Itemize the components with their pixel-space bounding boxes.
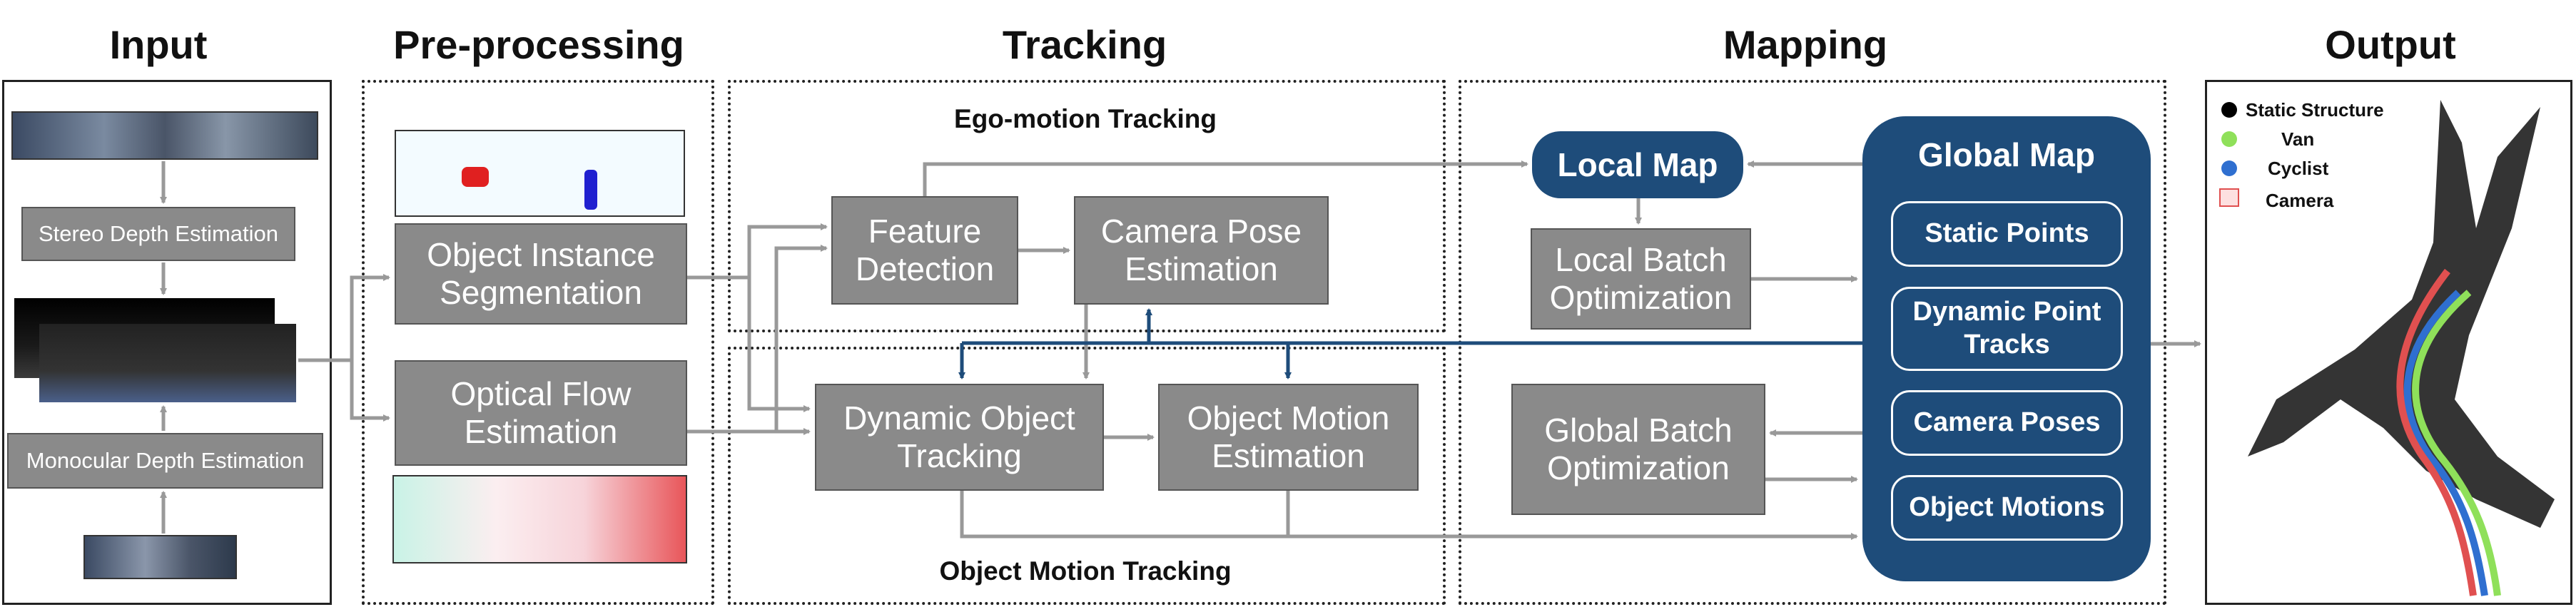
red-object-mask (462, 167, 489, 187)
static-points-pill: Static Points (1891, 201, 2123, 267)
object-motion-title: Object Motion Tracking (939, 556, 1232, 586)
depth-map-image-back (39, 324, 296, 402)
arrow-dynamic-to-global (960, 491, 1858, 540)
arrow-depth-to-seg (298, 274, 390, 362)
object-motion-box: Object Motion Estimation (1158, 384, 1419, 491)
optical-flow-box: Optical Flow Estimation (395, 360, 687, 466)
segmentation-box: Object Instance Segmentation (395, 223, 687, 325)
ego-motion-title: Ego-motion Tracking (954, 104, 1217, 133)
local-batch-box: Local Batch Optimization (1531, 228, 1751, 330)
preprocessing-panel (362, 80, 714, 605)
dynamic-tracks-pill: Dynamic Point Tracks (1891, 287, 2123, 371)
arrow-seg-to-feature (747, 223, 828, 277)
legend-camera-label: Camera (2266, 190, 2334, 211)
legend-cyclist-marker (2221, 160, 2237, 176)
header-mapping: Mapping (1723, 22, 1888, 67)
local-map-box: Local Map (1532, 131, 1743, 198)
object-motions-pill: Object Motions (1891, 475, 2123, 541)
arrow-seg-to-tracking (687, 275, 811, 412)
stereo-depth-box: Stereo Depth Estimation (21, 207, 295, 261)
arrow-depth-to-flow (350, 360, 390, 422)
header-preprocessing: Pre-processing (393, 22, 684, 67)
feature-detection-box: Feature Detection (831, 196, 1018, 305)
arrow-flow-to-feature (774, 245, 828, 432)
dynamic-object-box: Dynamic Object Tracking (815, 384, 1104, 491)
optical-flow-image (392, 475, 687, 563)
camera-poses-pill: Camera Poses (1891, 390, 2123, 456)
header-tracking: Tracking (1002, 22, 1167, 67)
legend-van-label: Van (2281, 128, 2315, 150)
global-map-title: Global Map (1918, 136, 2095, 173)
monocular-image (83, 535, 237, 579)
arrow-feature-to-localmap (923, 160, 1528, 196)
legend-van-marker (2221, 131, 2237, 147)
camera-icon (2219, 188, 2239, 207)
mono-depth-box: Monocular Depth Estimation (7, 433, 323, 489)
legend-static-marker (2221, 102, 2237, 118)
camera-pose-box: Camera Pose Estimation (1074, 196, 1329, 305)
global-batch-box: Global Batch Optimization (1511, 384, 1765, 515)
legend-static-label: Static Structure (2246, 99, 2384, 121)
legend-cyclist-label: Cyclist (2268, 158, 2329, 179)
stereo-image-pair (11, 111, 318, 160)
point-cloud (2248, 100, 2555, 596)
header-input: Input (109, 22, 208, 67)
segmentation-mask-image (395, 130, 685, 217)
blue-object-mask (584, 170, 597, 210)
header-output: Output (2325, 22, 2456, 67)
